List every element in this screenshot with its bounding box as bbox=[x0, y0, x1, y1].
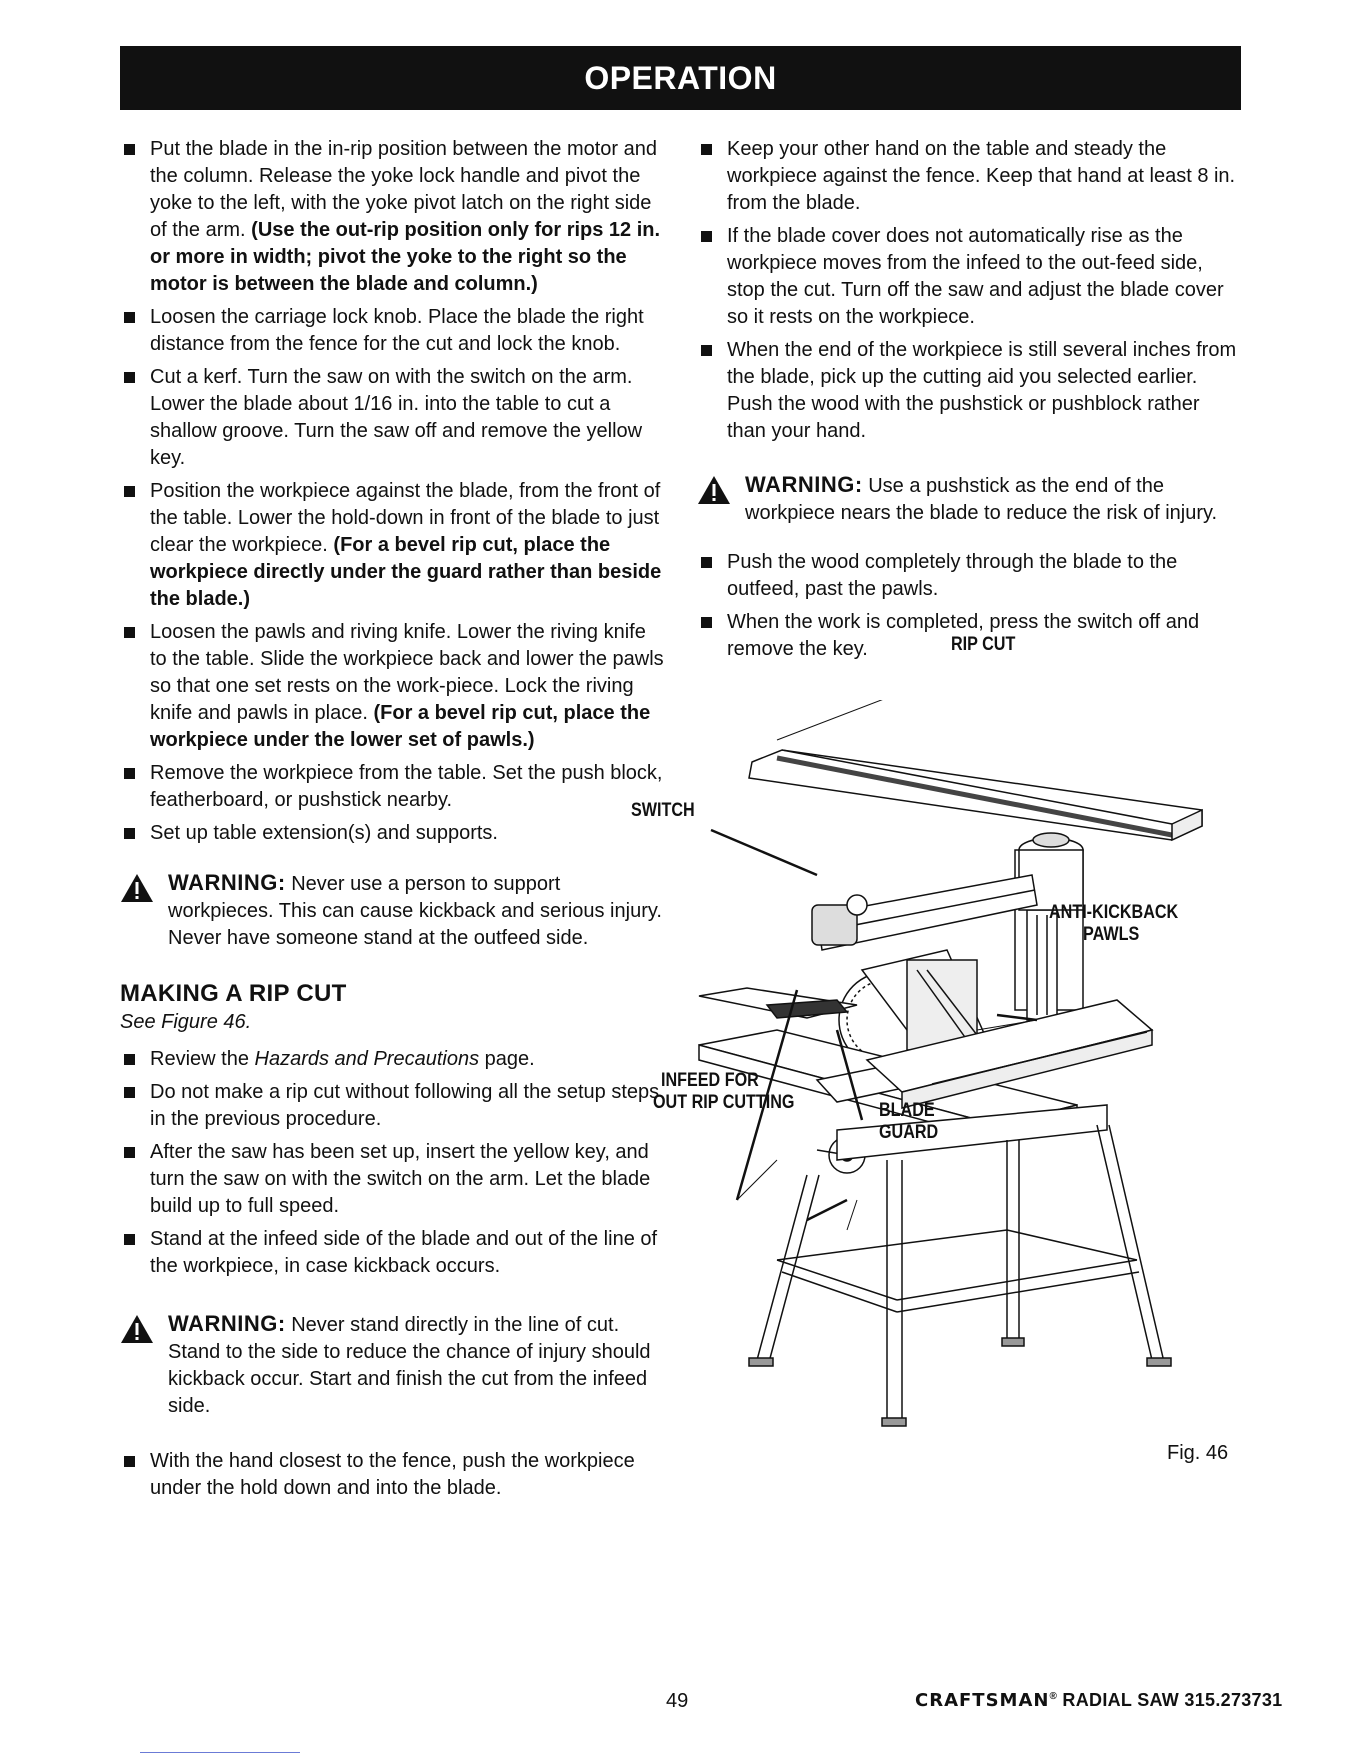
list-item: Push the wood completely through the bla… bbox=[697, 549, 1242, 603]
bullet-square-icon bbox=[124, 1456, 135, 1467]
label-switch: SWITCH bbox=[631, 800, 695, 821]
bullet-square-icon bbox=[701, 345, 712, 356]
bullet-square-icon bbox=[701, 557, 712, 568]
footer-model: CRAFTSMAN® RADIAL SAW 315.273731 bbox=[915, 1690, 1283, 1711]
bullet-square-icon bbox=[124, 1087, 135, 1098]
figure-caption: Fig. 46 bbox=[1167, 1442, 1229, 1464]
bullet-square-icon bbox=[124, 486, 135, 497]
list-item: After the saw has been set up, insert th… bbox=[120, 1139, 665, 1220]
warning-label: WARNING: bbox=[745, 472, 863, 497]
radial-saw-illustration bbox=[698, 700, 1203, 1427]
bullet-square-icon bbox=[124, 312, 135, 323]
bullet-square-icon bbox=[124, 1234, 135, 1245]
brand-logo: CRAFTSMAN bbox=[915, 1690, 1050, 1711]
list-item: Put the blade in the in-rip position bet… bbox=[120, 136, 665, 298]
label-infeed-line2: OUT RIP CUTTING bbox=[653, 1092, 795, 1113]
figure-46: RIP CUT SWITCH ANTI-KICKBACK PAWLS INFEE… bbox=[631, 634, 1242, 1480]
warning-block: WARNING: Never stand directly in the lin… bbox=[120, 1310, 665, 1420]
label-rip-cut: RIP CUT bbox=[951, 634, 1016, 655]
warning-triangle-icon bbox=[121, 1315, 153, 1343]
list-item: Position the workpiece against the blade… bbox=[120, 478, 665, 613]
bullet-square-icon bbox=[124, 1147, 135, 1158]
warning-triangle-icon bbox=[121, 874, 153, 902]
label-anti-kickback: ANTI-KICKBACK bbox=[1049, 902, 1179, 923]
list-item: Cut a kerf. Turn the saw on with the swi… bbox=[120, 364, 665, 472]
label-pawls: PAWLS bbox=[1083, 924, 1140, 945]
label-infeed-line1: INFEED FOR bbox=[661, 1070, 759, 1091]
label-guard: GUARD bbox=[879, 1122, 939, 1143]
warning-block: WARNING: Use a pushstick as the end of t… bbox=[697, 471, 1242, 527]
page-number: 49 bbox=[666, 1690, 689, 1712]
list-item: Remove the workpiece from the table. Set… bbox=[120, 760, 665, 814]
bullet-square-icon bbox=[124, 1054, 135, 1065]
bullet-square-icon bbox=[701, 617, 712, 628]
list-item: When the end of the workpiece is still s… bbox=[697, 337, 1242, 445]
bullet-square-icon bbox=[124, 828, 135, 839]
list-item: Loosen the carriage lock knob. Place the… bbox=[120, 304, 665, 358]
warning-block: WARNING: Never use a person to support w… bbox=[120, 869, 665, 952]
right-column: Keep your other hand on the table and st… bbox=[697, 136, 1242, 669]
footer-rule bbox=[140, 1752, 300, 1753]
warning-label: WARNING: bbox=[168, 1311, 286, 1336]
bullet-square-icon bbox=[124, 144, 135, 155]
list-item: Do not make a rip cut without following … bbox=[120, 1079, 665, 1133]
list-item: If the blade cover does not automaticall… bbox=[697, 223, 1242, 331]
bullet-square-icon bbox=[124, 627, 135, 638]
label-blade: BLADE bbox=[879, 1100, 935, 1121]
list-item: With the hand closest to the fence, push… bbox=[120, 1448, 665, 1502]
header-bar: OPERATION bbox=[120, 46, 1241, 110]
warning-triangle-icon bbox=[698, 476, 730, 504]
bullet-square-icon bbox=[124, 372, 135, 383]
list-item: Keep your other hand on the table and st… bbox=[697, 136, 1242, 217]
left-column: Put the blade in the in-rip position bet… bbox=[120, 136, 665, 1508]
list-item: Stand at the infeed side of the blade an… bbox=[120, 1226, 665, 1280]
bullet-square-icon bbox=[701, 144, 712, 155]
figure-reference: See Figure 46. bbox=[120, 1011, 252, 1033]
page-title: OPERATION bbox=[584, 59, 777, 96]
list-item: Set up table extension(s) and supports. bbox=[120, 820, 665, 847]
warning-label: WARNING: bbox=[168, 870, 286, 895]
list-item: Loosen the pawls and riving knife. Lower… bbox=[120, 619, 665, 754]
section-heading: MAKING A RIP CUT bbox=[120, 980, 347, 1007]
list-item: When the work is completed, press the sw… bbox=[697, 609, 1242, 663]
bullet-square-icon bbox=[701, 231, 712, 242]
list-item: Review the Hazards and Precautions page. bbox=[120, 1046, 665, 1073]
bullet-square-icon bbox=[124, 768, 135, 779]
